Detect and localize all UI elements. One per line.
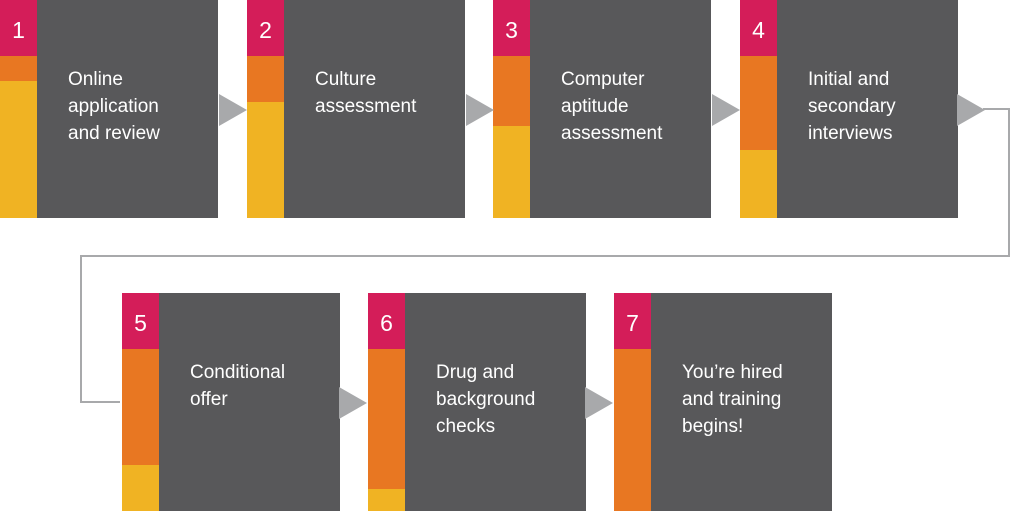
progress-bar-orange	[247, 56, 284, 102]
progress-bar-yellow	[493, 126, 530, 218]
step-number: 3	[493, 0, 530, 56]
progress-bar: 2	[247, 0, 284, 218]
step-number: 5	[122, 293, 159, 349]
progress-bar: 5	[122, 293, 159, 511]
step-number: 7	[614, 293, 651, 349]
step-panel	[777, 0, 958, 218]
progress-bar-orange	[122, 349, 159, 465]
progress-bar-orange	[614, 349, 651, 511]
step-label: You’re hired and training begins!	[682, 362, 783, 437]
step-number: 6	[368, 293, 405, 349]
arrow-right-icon	[712, 94, 740, 126]
step-number: 4	[740, 0, 777, 56]
progress-bar: 4	[740, 0, 777, 218]
progress-bar-yellow	[0, 81, 37, 218]
progress-bar-yellow	[247, 102, 284, 218]
progress-bar-yellow	[122, 465, 159, 511]
step-label: Conditional offer	[190, 362, 286, 410]
step-label: Initial and secondary interviews	[808, 69, 896, 144]
progress-bar: 3	[493, 0, 530, 218]
step-panel	[651, 293, 832, 511]
step-label: Culture assessment	[315, 69, 417, 117]
progress-bar-yellow	[368, 489, 405, 511]
step-panel	[284, 0, 465, 218]
step-number: 2	[247, 0, 284, 56]
step-label: Drug and background checks	[436, 362, 536, 437]
progress-bar-orange	[740, 56, 777, 150]
arrow-right-icon	[585, 387, 613, 419]
arrow-right-icon	[219, 94, 247, 126]
step-number: 1	[0, 0, 37, 56]
progress-bar: 7	[614, 293, 651, 511]
progress-bar: 1	[0, 0, 37, 218]
step-panel	[530, 0, 711, 218]
step-panel	[37, 0, 218, 218]
step-panel	[159, 293, 340, 511]
progress-bar-yellow	[740, 150, 777, 218]
progress-bar-orange	[0, 56, 37, 81]
step-label: Online application and review	[68, 69, 160, 144]
arrow-right-icon	[466, 94, 494, 126]
step-panel	[405, 293, 586, 511]
progress-bar-orange	[493, 56, 530, 126]
progress-bar: 6	[368, 293, 405, 511]
progress-bar-orange	[368, 349, 405, 489]
step-label: Computer aptitude assessment	[561, 69, 663, 144]
arrow-right-icon	[339, 387, 367, 419]
arrow-right-icon	[957, 94, 985, 126]
